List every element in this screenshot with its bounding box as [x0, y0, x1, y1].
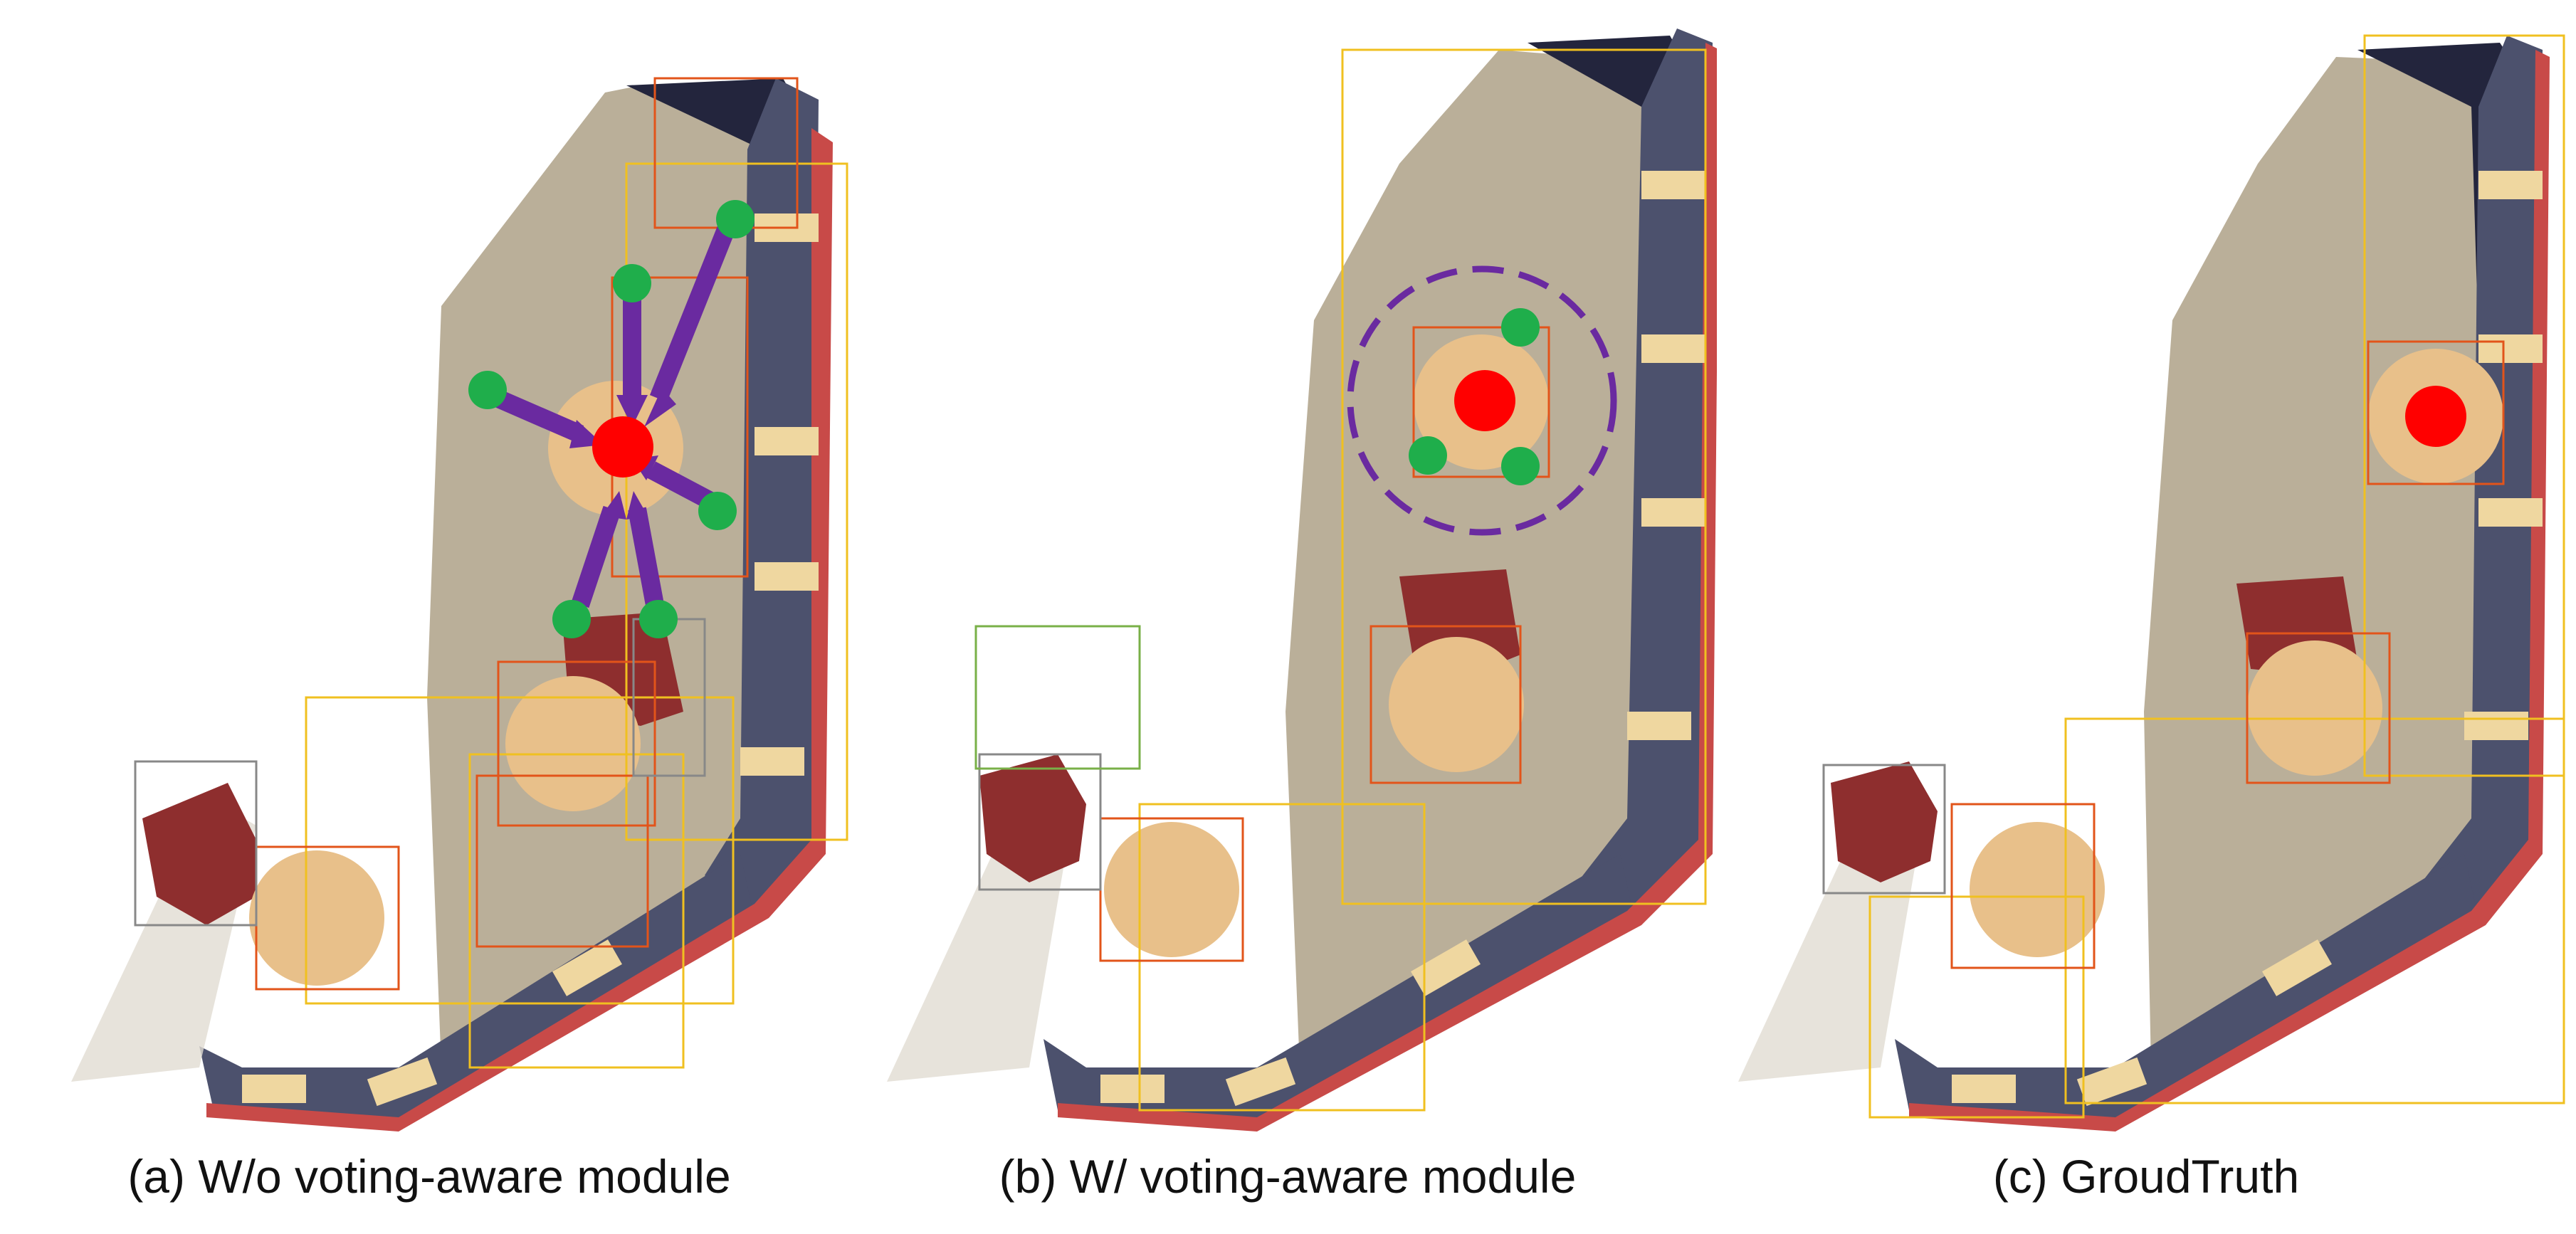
panel-a: (a) W/o voting-aware module: [0, 0, 858, 1234]
point-cloud-room: [1738, 36, 2550, 1132]
table-bottom: [249, 850, 384, 986]
table-bottom: [1104, 822, 1239, 957]
panel-c: (c) GroudTruth: [1717, 0, 2575, 1234]
vote-point: [1501, 447, 1540, 485]
vote-point: [552, 600, 591, 638]
table-middle: [2247, 640, 2382, 776]
panel-caption: (b) W/ voting-aware module: [858, 1149, 1717, 1203]
panel-caption: (c) GroudTruth: [1717, 1149, 2575, 1203]
vote-point: [716, 200, 755, 238]
table-middle: [1389, 637, 1524, 772]
box-green: [976, 626, 1140, 769]
vote-point: [1409, 436, 1447, 475]
vote-point: [613, 264, 651, 302]
vote-point: [639, 600, 678, 638]
chair-left: [1831, 761, 1938, 882]
object-center-marker: [1454, 370, 1515, 431]
vote-point: [468, 371, 507, 409]
panel-caption: (a) W/o voting-aware module: [0, 1149, 858, 1203]
vote-point: [1501, 308, 1540, 347]
scene-c: [1717, 0, 2575, 1234]
vote-point: [698, 492, 737, 530]
scene-b: [858, 0, 1717, 1234]
object-center-marker: [2405, 386, 2466, 447]
panel-b: (b) W/ voting-aware module: [858, 0, 1717, 1234]
scene-a: [0, 0, 858, 1234]
point-cloud-room: [887, 28, 1717, 1132]
object-center-marker: [592, 416, 653, 478]
